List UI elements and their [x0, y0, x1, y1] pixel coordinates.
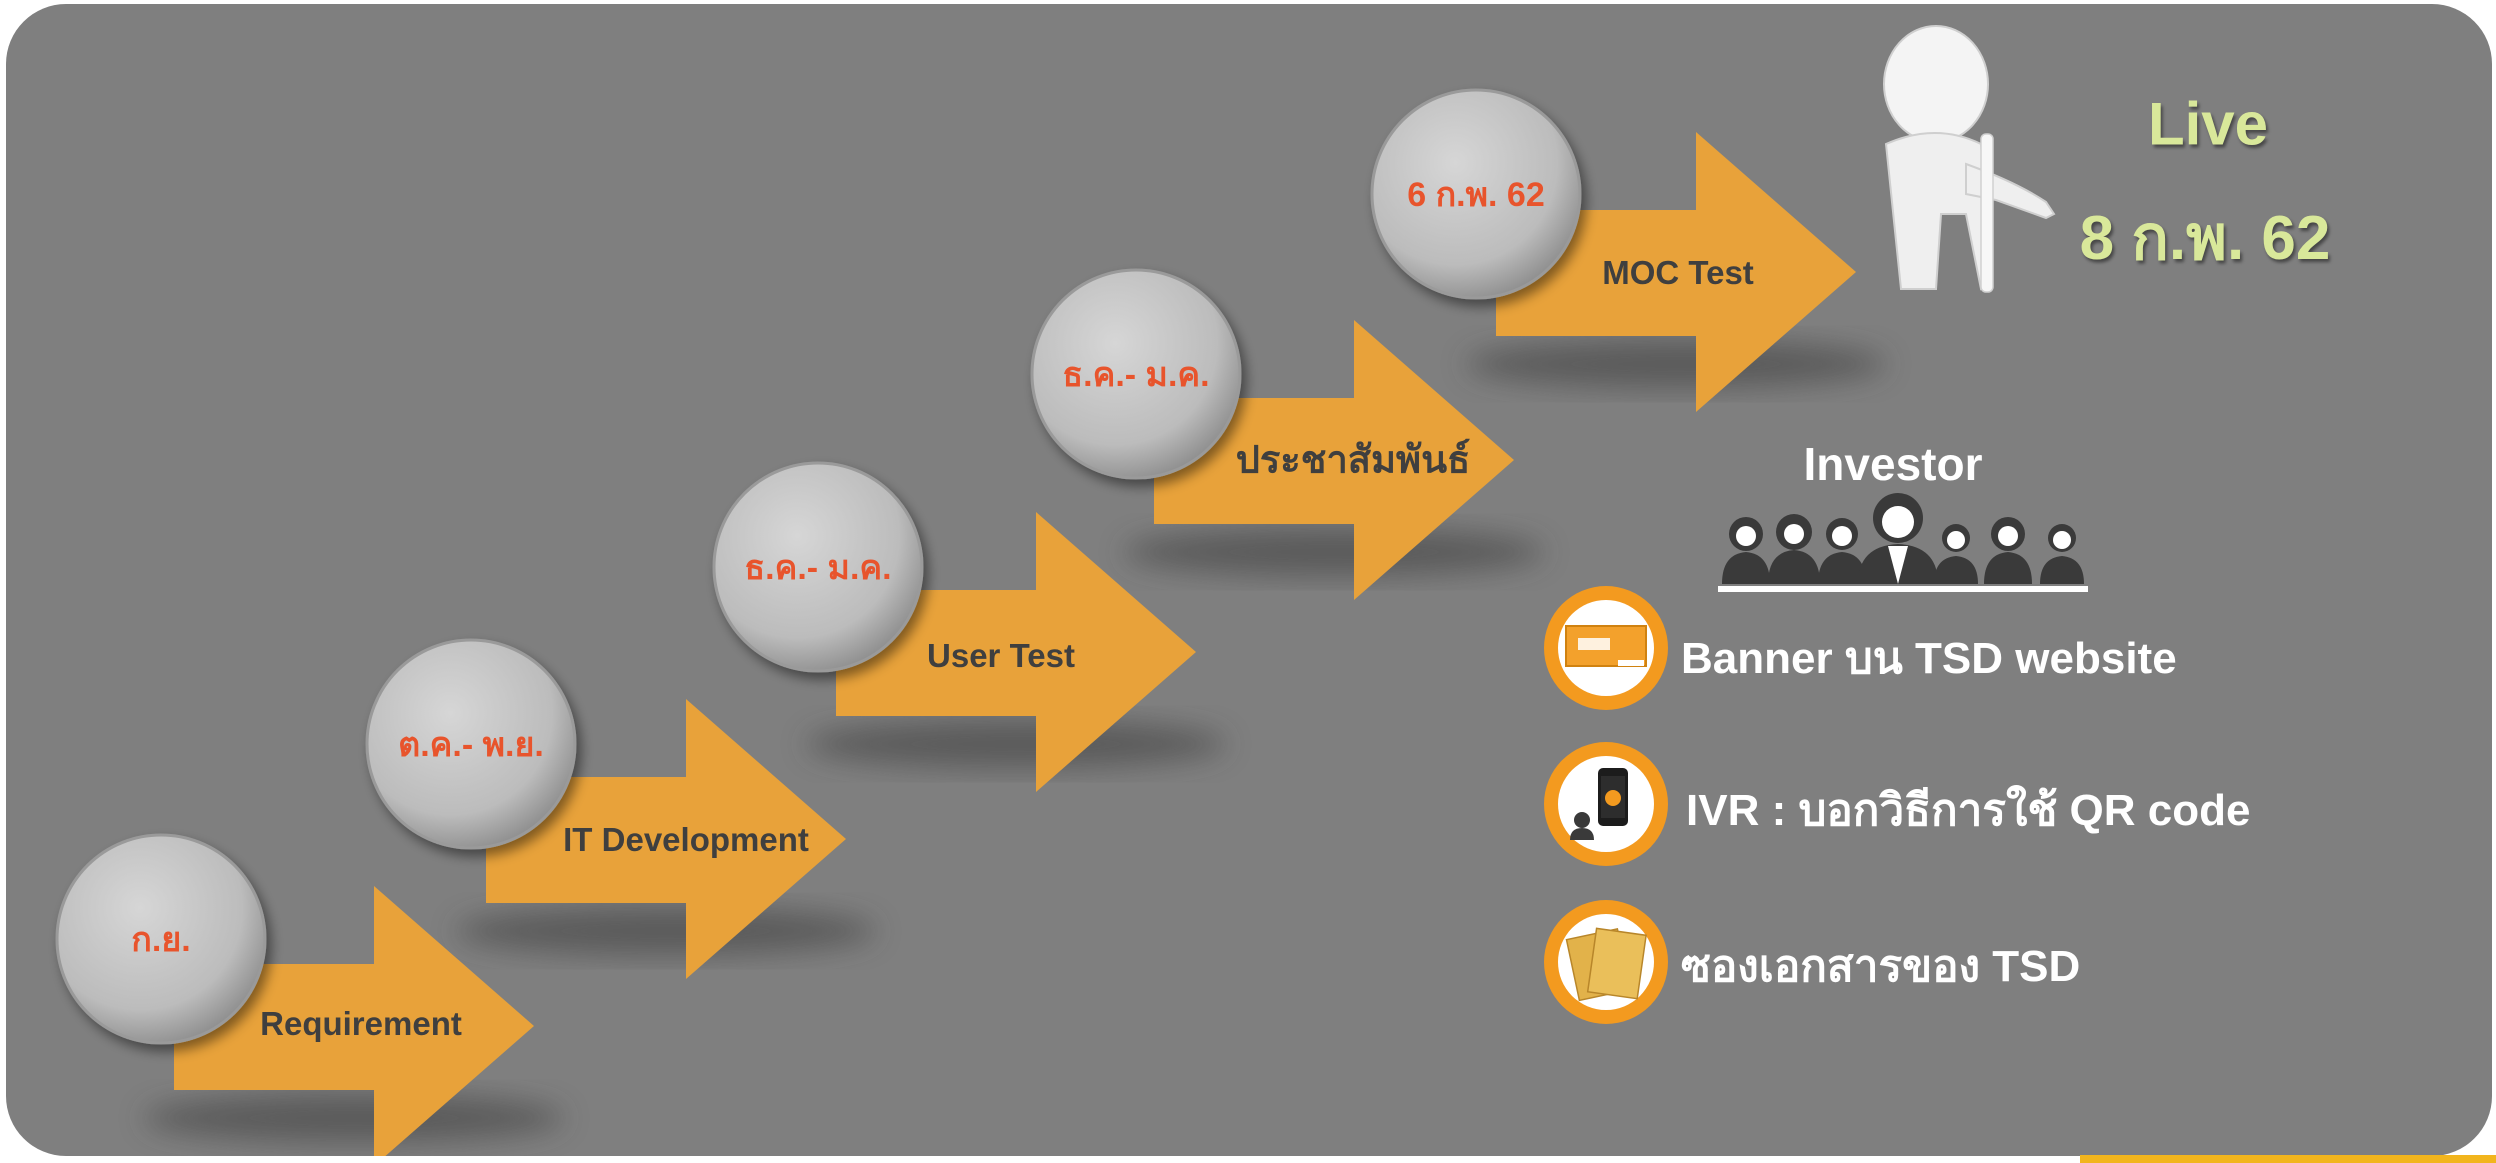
step-arrow [174, 886, 534, 1156]
step-arrows [174, 132, 1856, 1156]
step-arrow [1496, 132, 1856, 412]
step-arrow [836, 512, 1196, 792]
step-date-label: ธ.ค.- ม.ค. [1062, 356, 1210, 394]
arrow-shadow [456, 907, 876, 955]
investor-crowd-icon [1718, 493, 2088, 592]
channel-label-ivr: IVR : บอกวิธีการใช้ QR code [1686, 786, 2251, 835]
date-circle [1030, 268, 1242, 480]
arrow-shadow [144, 1094, 564, 1142]
diagram-canvas [55, 25, 2088, 1156]
date-circle [55, 833, 267, 1045]
date-circle [365, 638, 577, 850]
slide-background: Requirement IT Development User Test ประชาส… [6, 4, 2492, 1156]
presenter-figure-icon [1883, 25, 2056, 293]
step-arrow [486, 699, 846, 979]
date-circle [1370, 88, 1582, 300]
channel-label-envelope: ซองเอกสารของ TSD [1681, 942, 2081, 991]
step-date-label: 6 ก.พ. 62 [1407, 176, 1545, 214]
step-label: ประชาสัมพันธ์ [1235, 439, 1471, 482]
channel-label-banner: Banner บน TSD website [1681, 634, 2177, 683]
arrow-shadow [806, 720, 1226, 768]
step-date-label: ธ.ค.- ม.ค. [744, 549, 892, 587]
step-label: MOC Test [1602, 254, 1754, 291]
arrow-shadow [1124, 528, 1544, 576]
banner-icon [1544, 586, 1668, 710]
arrow-shadows [144, 340, 1886, 1142]
step-date-label: ก.ย. [131, 921, 191, 959]
date-circle [712, 461, 924, 673]
arrow-shadow [1466, 340, 1886, 388]
step-label: User Test [927, 637, 1075, 674]
live-title: Live [2147, 90, 2269, 158]
step-label: Requirement [260, 1005, 462, 1042]
live-date: 8 ก.พ. 62 [2079, 204, 2331, 273]
envelope-icon [1544, 900, 1668, 1024]
step-date-label: ต.ค.- พ.ย. [398, 726, 544, 764]
step-arrow [1154, 320, 1514, 600]
investor-title: Investor [1803, 438, 1983, 490]
phone-ivr-icon [1544, 742, 1668, 866]
date-circles [55, 88, 1582, 1045]
step-label: IT Development [563, 821, 809, 858]
accent-bar [2080, 1155, 2496, 1163]
